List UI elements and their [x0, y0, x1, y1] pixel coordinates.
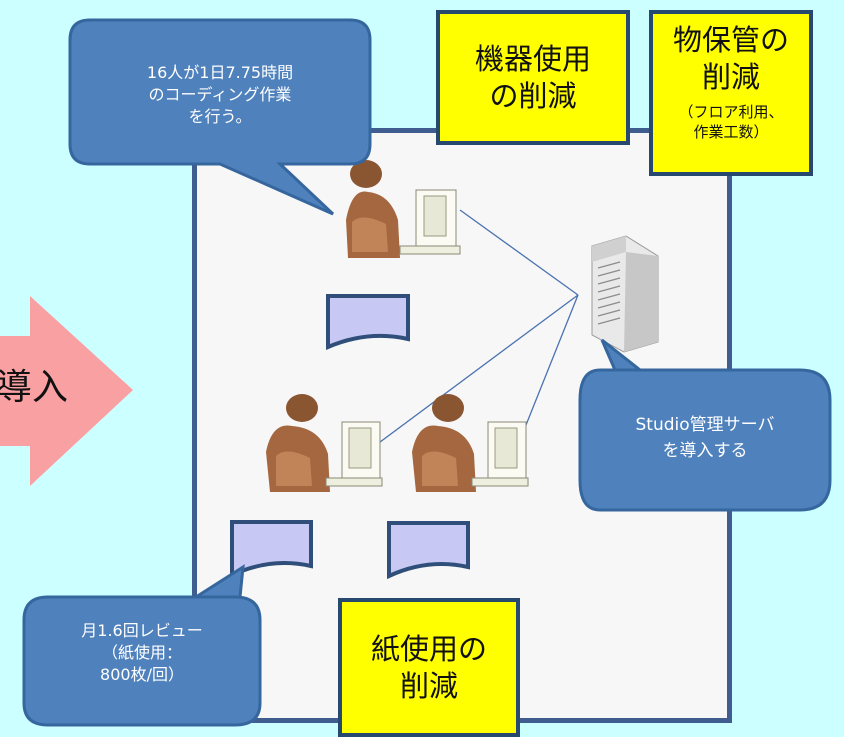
storage-reduction-box: 物保管の 削減 （フロア利用、 作業工数） [649, 10, 813, 176]
paper-reduction-box: 紙使用の 削減 [338, 598, 520, 737]
person-at-computer-icon [346, 160, 461, 258]
document-icon [387, 521, 470, 580]
bubble-line: （紙使用： [101, 643, 182, 662]
introduction-arrow [0, 296, 133, 486]
box-line: 紙使用の [370, 631, 487, 666]
box-line: 削減 [399, 668, 458, 703]
bubble-line: 16人が1日7.75時間 [146, 63, 294, 82]
bubble-line: のコーディング作業 [148, 85, 292, 104]
speech-bubble-top-left [68, 18, 372, 216]
bubble-line: Studio管理サーバ [635, 415, 775, 435]
speech-bubble-bottom-left [22, 564, 262, 727]
box-line: の削減 [489, 78, 577, 113]
server-icon [591, 235, 659, 353]
arrow-label: 導入 [0, 367, 69, 408]
person-at-computer-icon [266, 394, 383, 492]
speech-bubble-server [578, 338, 832, 512]
person-at-computer-icon [412, 394, 529, 492]
equipment-reduction-box: 機器使用 の削減 [436, 10, 630, 145]
bubble-text-server: Studio管理サーバ を導入する [582, 412, 828, 464]
box-line: 物保管の [672, 23, 789, 57]
bubble-line: 800枚/回） [100, 665, 184, 684]
document-icon [326, 294, 410, 351]
bubble-line: を行う。 [188, 107, 252, 126]
box-detail: 作業工数） [693, 123, 769, 141]
bubble-line: を導入する [662, 441, 748, 461]
box-line: 機器使用 [474, 41, 591, 76]
bubble-text-review: 月1.6回レビュー （紙使用： 800枚/回） [26, 620, 258, 686]
bubble-text-coding: 16人が1日7.75時間 のコーディング作業 を行う。 [72, 62, 368, 128]
box-detail: （フロア利用、 [678, 103, 784, 121]
network-lines [375, 209, 579, 446]
box-line: 削減 [701, 60, 760, 94]
bubble-line: 月1.6回レビュー [81, 621, 203, 640]
